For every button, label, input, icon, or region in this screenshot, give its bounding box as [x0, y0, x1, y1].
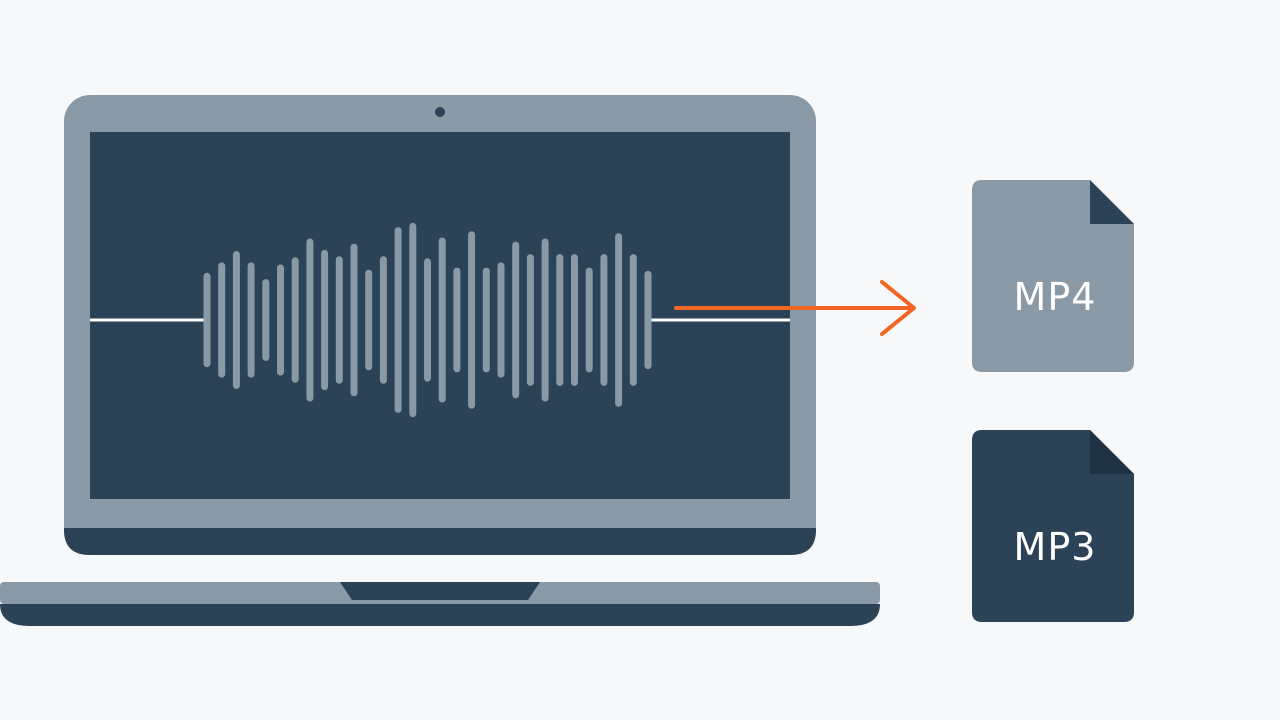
mp3-label: MP3 [1014, 525, 1097, 569]
arrow-right-icon [674, 280, 916, 336]
laptop-camera [435, 107, 445, 117]
laptop-base-bottom [0, 604, 880, 626]
mp4-label: MP4 [1014, 275, 1097, 319]
laptop-trackpad-notch [340, 582, 540, 600]
file-icon [972, 430, 1134, 622]
mp4-file[interactable]: MP4 [972, 180, 1134, 372]
laptop-icon [0, 95, 880, 626]
file-icon [972, 180, 1134, 372]
file-fold [1090, 180, 1134, 224]
audio-waveform-icon [203, 222, 652, 418]
mp3-file[interactable]: MP3 [972, 430, 1134, 622]
file-fold [1090, 430, 1134, 474]
laptop-lid-bottom [64, 528, 816, 555]
